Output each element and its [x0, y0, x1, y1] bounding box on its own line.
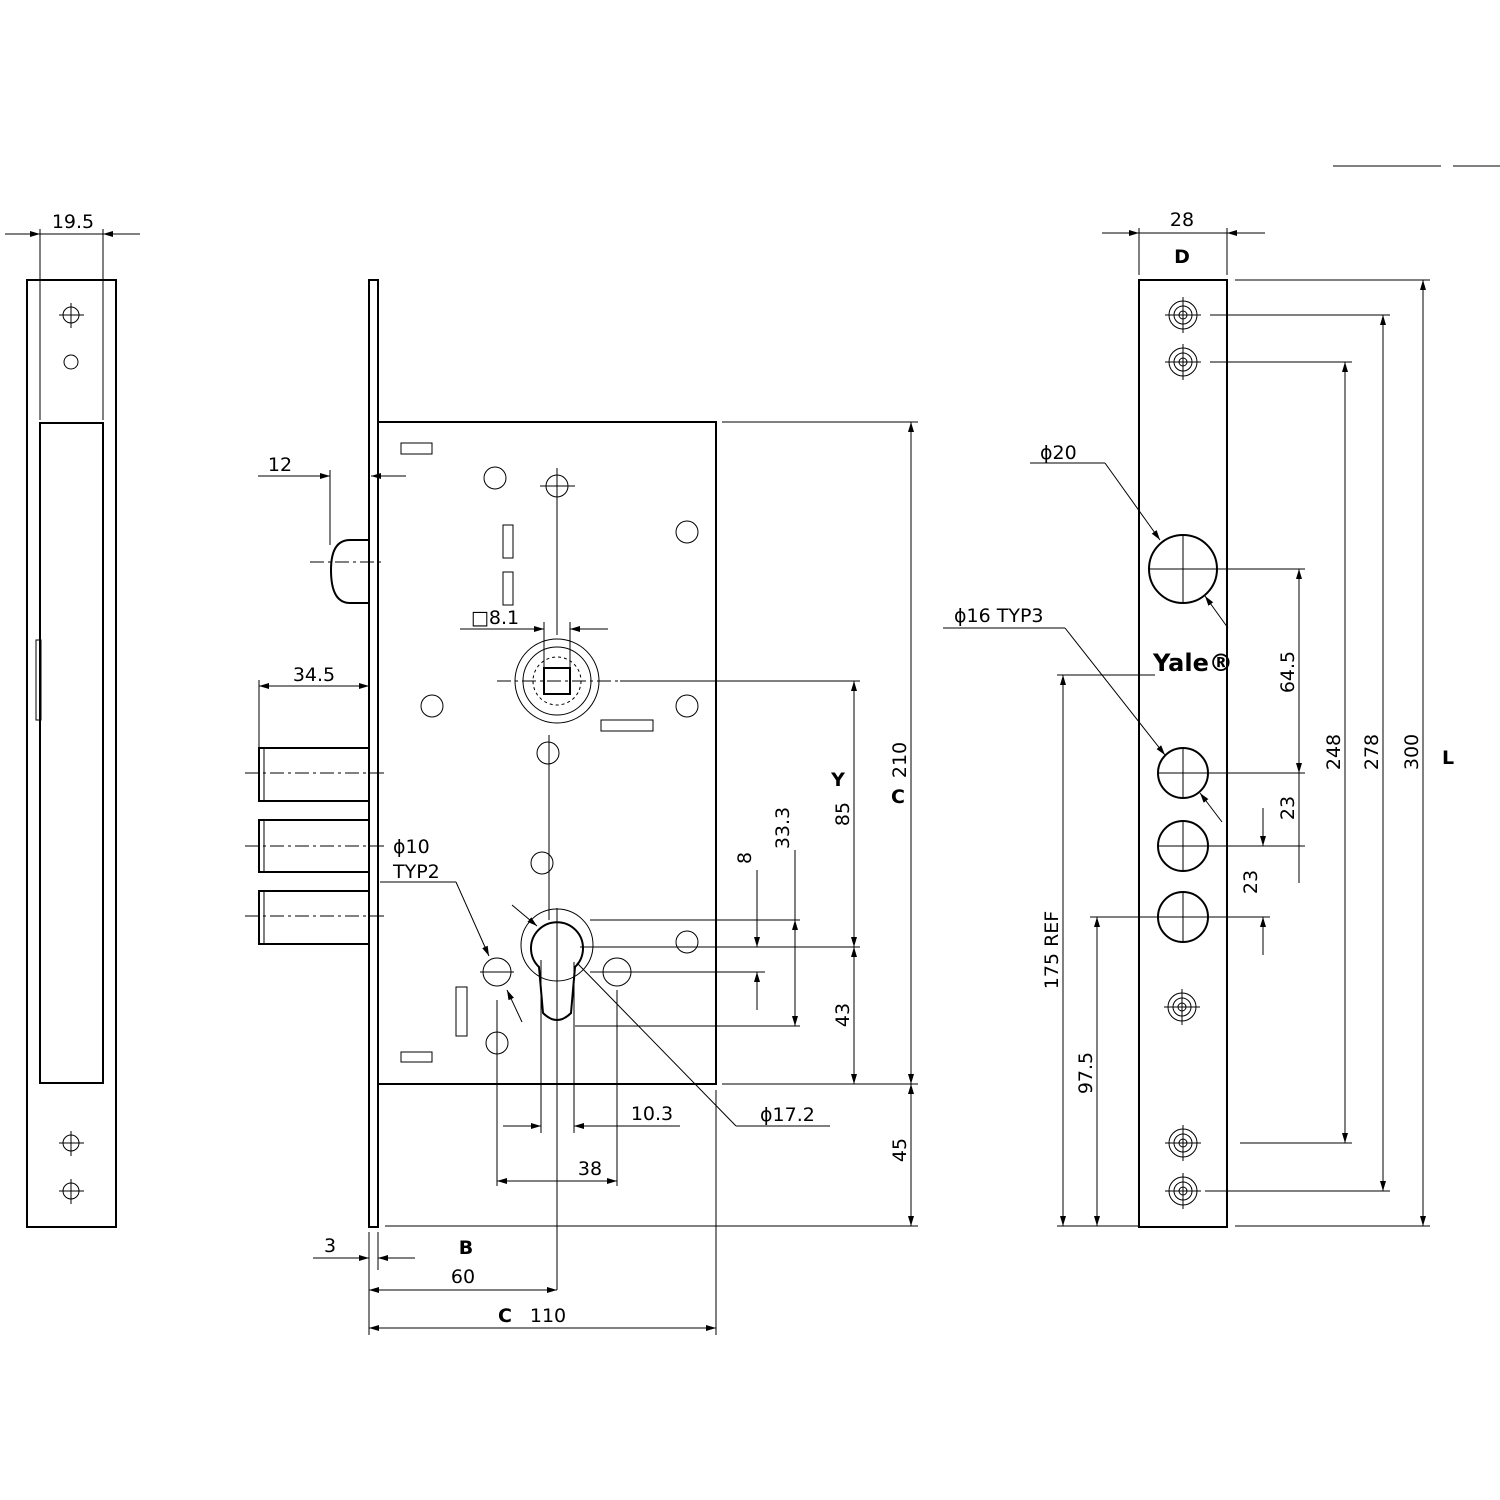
dim-12: 12	[268, 454, 292, 476]
label-d: D	[1174, 246, 1190, 268]
dim-dia-16-typ3: ϕ16 TYP3	[954, 605, 1044, 627]
countersunk-screw-icon	[1165, 344, 1201, 380]
bolt-opening	[1090, 891, 1270, 943]
dim-210: 210	[889, 742, 911, 778]
case-slot	[600, 719, 654, 732]
dim-300: 300	[1401, 734, 1423, 770]
case-hole	[483, 466, 507, 490]
dim-23-lower: 23	[1240, 870, 1262, 894]
bolt-opening	[1157, 747, 1305, 799]
dim-3: 3	[324, 1235, 336, 1257]
dim-85: 85	[832, 802, 854, 826]
dim-43: 43	[832, 1003, 854, 1027]
case-slot	[502, 524, 514, 559]
dim-19-5: 19.5	[52, 211, 94, 233]
label-y: Y	[830, 769, 845, 791]
dim-23-upper: 23	[1277, 796, 1299, 820]
side-faceplate	[26, 279, 117, 1228]
faceplate-view: 28 D	[943, 209, 1454, 1228]
screw-icon	[59, 1179, 84, 1204]
countersunk-screw-icon	[1165, 297, 1201, 333]
case-hole	[536, 741, 560, 765]
dim-28: 28	[1170, 209, 1194, 231]
latch-bolt	[329, 539, 369, 604]
cylinder-profile	[520, 908, 594, 1290]
countersunk-screw-icon	[1164, 989, 1200, 1025]
dim-97-5: 97.5	[1075, 1052, 1097, 1094]
bolt-opening	[1157, 820, 1305, 872]
label-l: L	[1442, 747, 1454, 769]
deadbolt	[245, 747, 385, 802]
countersunk-screw-icon	[1165, 1125, 1201, 1161]
dim-10-3: 10.3	[631, 1103, 673, 1125]
dim-278: 278	[1361, 734, 1383, 770]
follower-hub	[497, 638, 620, 724]
dim-typ2: TYP2	[392, 861, 440, 883]
label-b: B	[459, 1237, 473, 1259]
dim-64-5: 64.5	[1277, 651, 1299, 693]
countersunk-screw-icon	[1165, 1173, 1201, 1209]
dim-110: 110	[530, 1305, 566, 1327]
front-faceplate-edge	[368, 279, 379, 1228]
case-slot	[400, 442, 433, 455]
case-slot	[455, 986, 468, 1037]
deadbolt	[245, 890, 385, 945]
dim-dia-20: ϕ20	[1040, 442, 1077, 464]
dim-33-3: 33.3	[772, 807, 794, 849]
lock-case	[377, 421, 717, 1085]
dim-45: 45	[889, 1138, 911, 1162]
side-view: 19.5	[5, 211, 140, 1228]
latch-opening	[1148, 534, 1240, 604]
dim-248: 248	[1323, 734, 1345, 770]
square-spindle	[543, 667, 571, 695]
case-hole	[675, 694, 699, 718]
brand-logo: Yale®	[1152, 649, 1233, 677]
dim-square-8-1: □8.1	[471, 607, 519, 629]
case-slot	[502, 571, 514, 606]
dim-dia-17-2: ϕ17.2	[760, 1104, 815, 1126]
label-c-vertical: C	[891, 786, 905, 808]
screw-icon	[59, 303, 84, 328]
side-hole	[63, 354, 79, 370]
deadbolt	[245, 819, 385, 873]
dim-8: 8	[734, 852, 756, 864]
label-c-bottom: C	[498, 1305, 512, 1327]
case-hole	[675, 930, 699, 954]
faceplate	[1138, 279, 1228, 1228]
dim-60: 60	[451, 1266, 475, 1288]
dim-175-ref: 175 REF	[1041, 911, 1063, 989]
case-hole	[675, 520, 699, 544]
side-case-body	[39, 422, 104, 1084]
front-view: □8.1 12 34.5 ϕ10 TYP2	[245, 279, 918, 1335]
case-slot	[400, 1051, 433, 1063]
dim-dia-10: ϕ10	[393, 836, 430, 858]
case-hole	[420, 694, 444, 718]
dim-34-5: 34.5	[293, 664, 335, 686]
screw-icon	[59, 1131, 84, 1156]
screw-hole	[480, 957, 514, 987]
dim-38: 38	[578, 1158, 602, 1180]
case-hole	[530, 851, 554, 875]
